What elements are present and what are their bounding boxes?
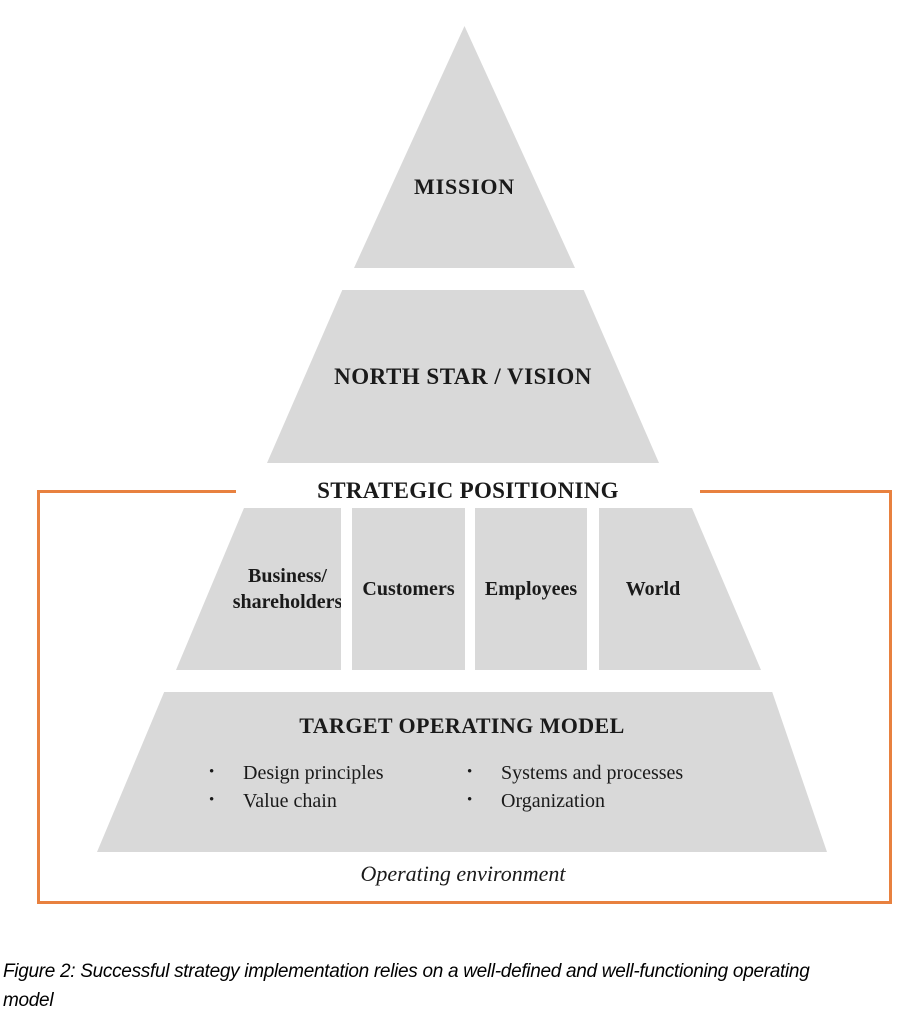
bullet-text: Design principles	[243, 762, 384, 784]
bullet-dot: •	[467, 792, 473, 808]
stakeholder-segment-employees-label: Employees	[484, 578, 578, 600]
bullet-item: • Design principles	[209, 762, 467, 785]
target-operating-model-bullets: • Design principles • Value chain • Syst…	[97, 762, 827, 818]
target-operating-model-title: TARGET OPERATING MODEL	[299, 713, 625, 738]
bullet-text: Value chain	[243, 790, 337, 812]
bullet-list-left: • Design principles • Value chain	[209, 762, 467, 818]
bullet-dot: •	[209, 764, 215, 780]
stakeholder-segment-world-label: World	[625, 578, 681, 600]
bullet-item: • Organization	[467, 790, 683, 813]
mission-label: MISSION	[414, 174, 515, 199]
bullet-text: Organization	[501, 790, 606, 812]
bullet-dot: •	[467, 764, 473, 780]
pyramid-level-target-operating-model: TARGET OPERATING MODEL • Design principl…	[97, 692, 827, 852]
stakeholder-segment-customers-label: Customers	[362, 578, 455, 600]
bullet-dot: •	[209, 792, 215, 808]
bullet-item: • Systems and processes	[467, 762, 683, 785]
bullet-text: Systems and processes	[501, 762, 684, 784]
stakeholder-segment-employees: Employees	[475, 508, 587, 670]
pyramid-level-mission: MISSION	[354, 26, 575, 268]
operating-environment-label: Operating environment	[360, 861, 566, 886]
pyramid-level-vision: NORTH STAR / VISION	[267, 290, 659, 463]
figure-caption: Figure 2: Successful strategy implementa…	[3, 957, 915, 1015]
caption-line-1: Figure 2: Successful strategy implementa…	[3, 961, 810, 982]
bullet-list-right: • Systems and processes • Organization	[467, 762, 683, 818]
bullet-item: • Value chain	[209, 790, 467, 813]
caption-line-2: model	[3, 990, 54, 1011]
strategic-positioning-label: STRATEGIC POSITIONING	[317, 477, 619, 503]
stakeholder-segment-customers: Customers	[352, 508, 465, 670]
vision-label: NORTH STAR / VISION	[334, 363, 592, 389]
stakeholder-segment-business-label: Business/ shareholders	[232, 565, 343, 613]
strategic-positioning-heading: STRATEGIC POSITIONING	[236, 477, 700, 504]
